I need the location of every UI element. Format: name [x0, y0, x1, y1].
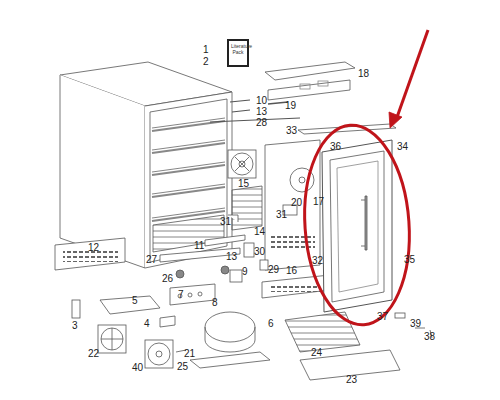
callout-number: 14 — [254, 226, 265, 237]
callout-number: 19 — [285, 100, 296, 111]
callout-number: 21 — [184, 348, 195, 359]
callout-number: 37 — [377, 311, 388, 322]
callout-number: 32 — [312, 255, 323, 266]
callout-number: 22 — [88, 348, 99, 359]
callout-number: 30 — [254, 246, 265, 257]
callout-number: 31 — [220, 216, 231, 227]
callout-number: 31 — [276, 209, 287, 220]
callout-number: 15 — [238, 178, 249, 189]
callout-number: 38 — [424, 331, 435, 342]
callout-number: 27 — [146, 254, 157, 265]
callout-number: 13 — [226, 251, 237, 262]
callout-number: 7 — [178, 289, 184, 300]
callout-number: 10 — [256, 95, 267, 106]
callout-number: 23 — [346, 374, 357, 385]
callout-number: 8 — [212, 297, 218, 308]
callout-number: 39 — [410, 318, 421, 329]
callout-number: 4 — [144, 318, 150, 329]
pack-label: Literature Pack — [231, 43, 245, 55]
callout-number: 18 — [358, 68, 369, 79]
callout-number: 11 — [194, 240, 204, 251]
callout-number: 25 — [177, 361, 188, 372]
callout-number: 20 — [291, 197, 302, 208]
callout-number: 33 — [286, 125, 297, 136]
callout-number: 9 — [242, 266, 248, 277]
callout-number: 2 — [203, 56, 209, 67]
callout-number: 34 — [397, 141, 408, 152]
callout-number: 16 — [286, 265, 297, 276]
callout-number: 1 — [203, 44, 209, 55]
callout-number: 24 — [311, 347, 322, 358]
callout-number: 36 — [330, 141, 341, 152]
callout-number: 28 — [256, 117, 267, 128]
callout-number: 12 — [88, 242, 99, 253]
callout-number: 5 — [132, 295, 138, 306]
callout-number: 3 — [72, 320, 78, 331]
callout-number: 29 — [268, 264, 279, 275]
callout-number: 40 — [132, 362, 143, 373]
callout-number: 17 — [313, 196, 324, 207]
callout-number: 35 — [404, 254, 415, 265]
callout-number: 26 — [162, 273, 173, 284]
callout-number: 13 — [256, 106, 267, 117]
callout-number: 6 — [268, 318, 274, 329]
